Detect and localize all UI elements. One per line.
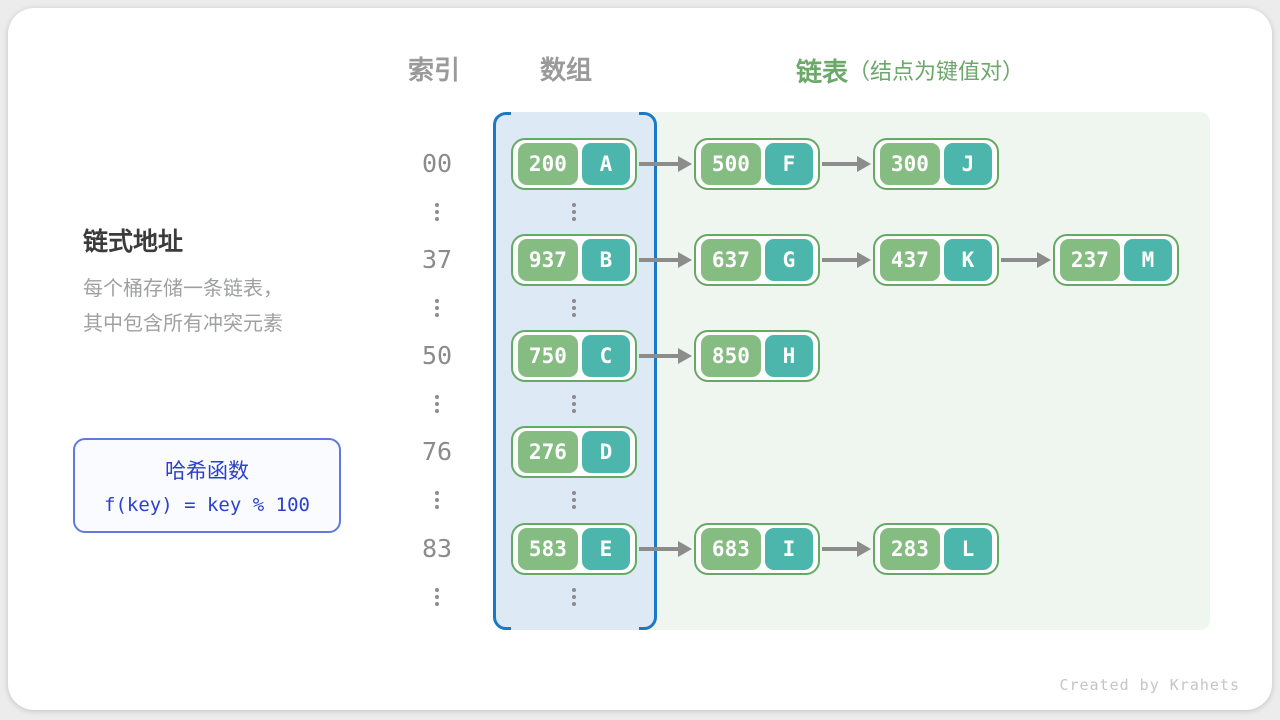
node-value: B bbox=[581, 239, 630, 281]
arrow-right-icon bbox=[1001, 252, 1051, 268]
column-header-index: 索引 bbox=[407, 55, 460, 85]
arrow-right-icon bbox=[639, 541, 692, 557]
node-value: C bbox=[581, 335, 630, 377]
section-title: 链式地址 bbox=[83, 228, 184, 256]
ellipsis-dots-icon bbox=[435, 299, 439, 320]
ellipsis-dots-icon bbox=[572, 299, 576, 320]
node-key: 500 bbox=[701, 143, 761, 185]
ellipsis-dots-icon bbox=[435, 203, 439, 224]
description-line-2: 其中包含所有冲突元素 bbox=[83, 313, 283, 335]
arrow-right-icon bbox=[822, 252, 871, 268]
node-key: 683 bbox=[701, 528, 761, 570]
ellipsis-dots-icon bbox=[572, 203, 576, 224]
section-description: 每个桶存储一条链表， 其中包含所有冲突元素 bbox=[83, 272, 283, 342]
list-header-label: 链表 bbox=[796, 56, 849, 87]
index-label: 76 bbox=[421, 437, 453, 466]
ellipsis-dots-icon bbox=[572, 395, 576, 416]
node-value: H bbox=[764, 335, 813, 377]
ellipsis-dots-icon bbox=[572, 588, 576, 609]
node-value: I bbox=[764, 528, 813, 570]
ellipsis-dots-icon bbox=[435, 491, 439, 512]
hash-function-box: 哈希函数 f(key) = key % 100 bbox=[73, 438, 341, 533]
index-label: 37 bbox=[421, 245, 453, 274]
arrow-right-icon bbox=[639, 252, 692, 268]
column-header-array: 数组 bbox=[539, 55, 592, 85]
node-key: 637 bbox=[701, 239, 761, 281]
index-label: 83 bbox=[421, 534, 453, 563]
arrow-right-icon bbox=[639, 156, 692, 172]
array-column-top-gap bbox=[511, 112, 639, 116]
node-value: E bbox=[581, 528, 630, 570]
array-column-bottom-gap bbox=[511, 626, 639, 630]
node-value: G bbox=[764, 239, 813, 281]
node-key: 437 bbox=[880, 239, 940, 281]
arrow-right-icon bbox=[639, 348, 692, 364]
ellipsis-dots-icon bbox=[572, 491, 576, 512]
arrow-right-icon bbox=[822, 541, 871, 557]
index-label: 50 bbox=[421, 341, 453, 370]
node-value: F bbox=[764, 143, 813, 185]
arrow-right-icon bbox=[822, 156, 871, 172]
node-value: M bbox=[1123, 239, 1172, 281]
node-value: A bbox=[581, 143, 630, 185]
list-header-note: （结点为键值对） bbox=[848, 59, 1025, 84]
index-label: 00 bbox=[421, 149, 453, 178]
watermark: Created by Krahets bbox=[1059, 676, 1240, 694]
node-key: 850 bbox=[701, 335, 761, 377]
node-key: 200 bbox=[518, 143, 578, 185]
node-key: 750 bbox=[518, 335, 578, 377]
hash-function-title: 哈希函数 bbox=[165, 460, 249, 483]
node-key: 583 bbox=[518, 528, 578, 570]
description-line-1: 每个桶存储一条链表， bbox=[83, 278, 283, 300]
node-key: 300 bbox=[880, 143, 940, 185]
node-key: 237 bbox=[1060, 239, 1120, 281]
node-key: 937 bbox=[518, 239, 578, 281]
ellipsis-dots-icon bbox=[435, 395, 439, 416]
node-value: J bbox=[943, 143, 992, 185]
node-value: D bbox=[581, 431, 630, 473]
node-key: 276 bbox=[518, 431, 578, 473]
node-key: 283 bbox=[880, 528, 940, 570]
column-header-list: 链表 （结点为键值对） bbox=[796, 53, 1024, 87]
hash-function-formula: f(key) = key % 100 bbox=[104, 494, 310, 516]
node-value: K bbox=[943, 239, 992, 281]
node-value: L bbox=[943, 528, 992, 570]
ellipsis-dots-icon bbox=[435, 588, 439, 609]
